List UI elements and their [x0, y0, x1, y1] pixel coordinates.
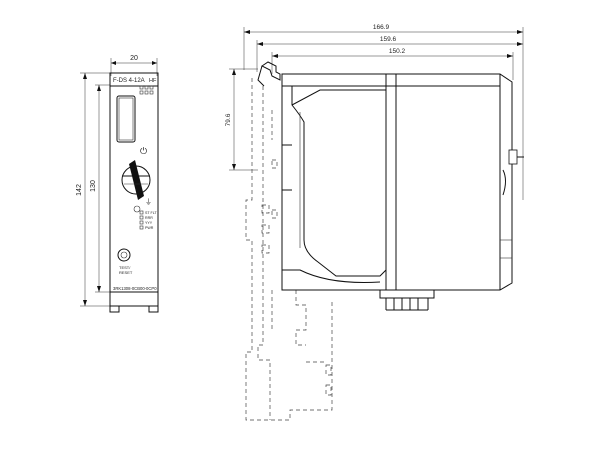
test-label: TEST/	[119, 265, 131, 270]
front-height-inner-dim: 130	[90, 180, 97, 192]
led-label: ST FLT	[145, 211, 157, 215]
module-label: F-DS 4-12A	[113, 78, 145, 84]
led-block: ST FLT RRR YYY PWR	[139, 210, 157, 230]
side-dim-vertical: 79.6	[225, 113, 232, 126]
earth-symbol-icon: ⏚	[145, 198, 152, 206]
power-symbol-icon: ⏻	[140, 146, 147, 156]
reset-label: RESET	[119, 270, 133, 275]
side-dim-total: 166.9	[373, 24, 390, 31]
led-label: RRR	[145, 216, 153, 220]
led-label: PWR	[145, 226, 154, 230]
hf-label: HF	[149, 78, 157, 84]
led-label: YYY	[145, 221, 153, 225]
front-height-outer-dim: 142	[76, 184, 83, 196]
side-dim-inner: 150.2	[389, 48, 406, 55]
side-view: 166.9 159.6 150.2 79.6	[225, 24, 524, 421]
side-dim-mid: 159.6	[380, 36, 397, 43]
test-reset-button	[117, 248, 131, 262]
front-view: 20 142 130 F-DS 4-12A HF	[76, 55, 159, 313]
order-number: 3RK1308-0CB00-0CP0	[113, 286, 157, 291]
front-width-dim: 20	[130, 55, 138, 62]
rotary-handle-icon	[121, 160, 151, 200]
